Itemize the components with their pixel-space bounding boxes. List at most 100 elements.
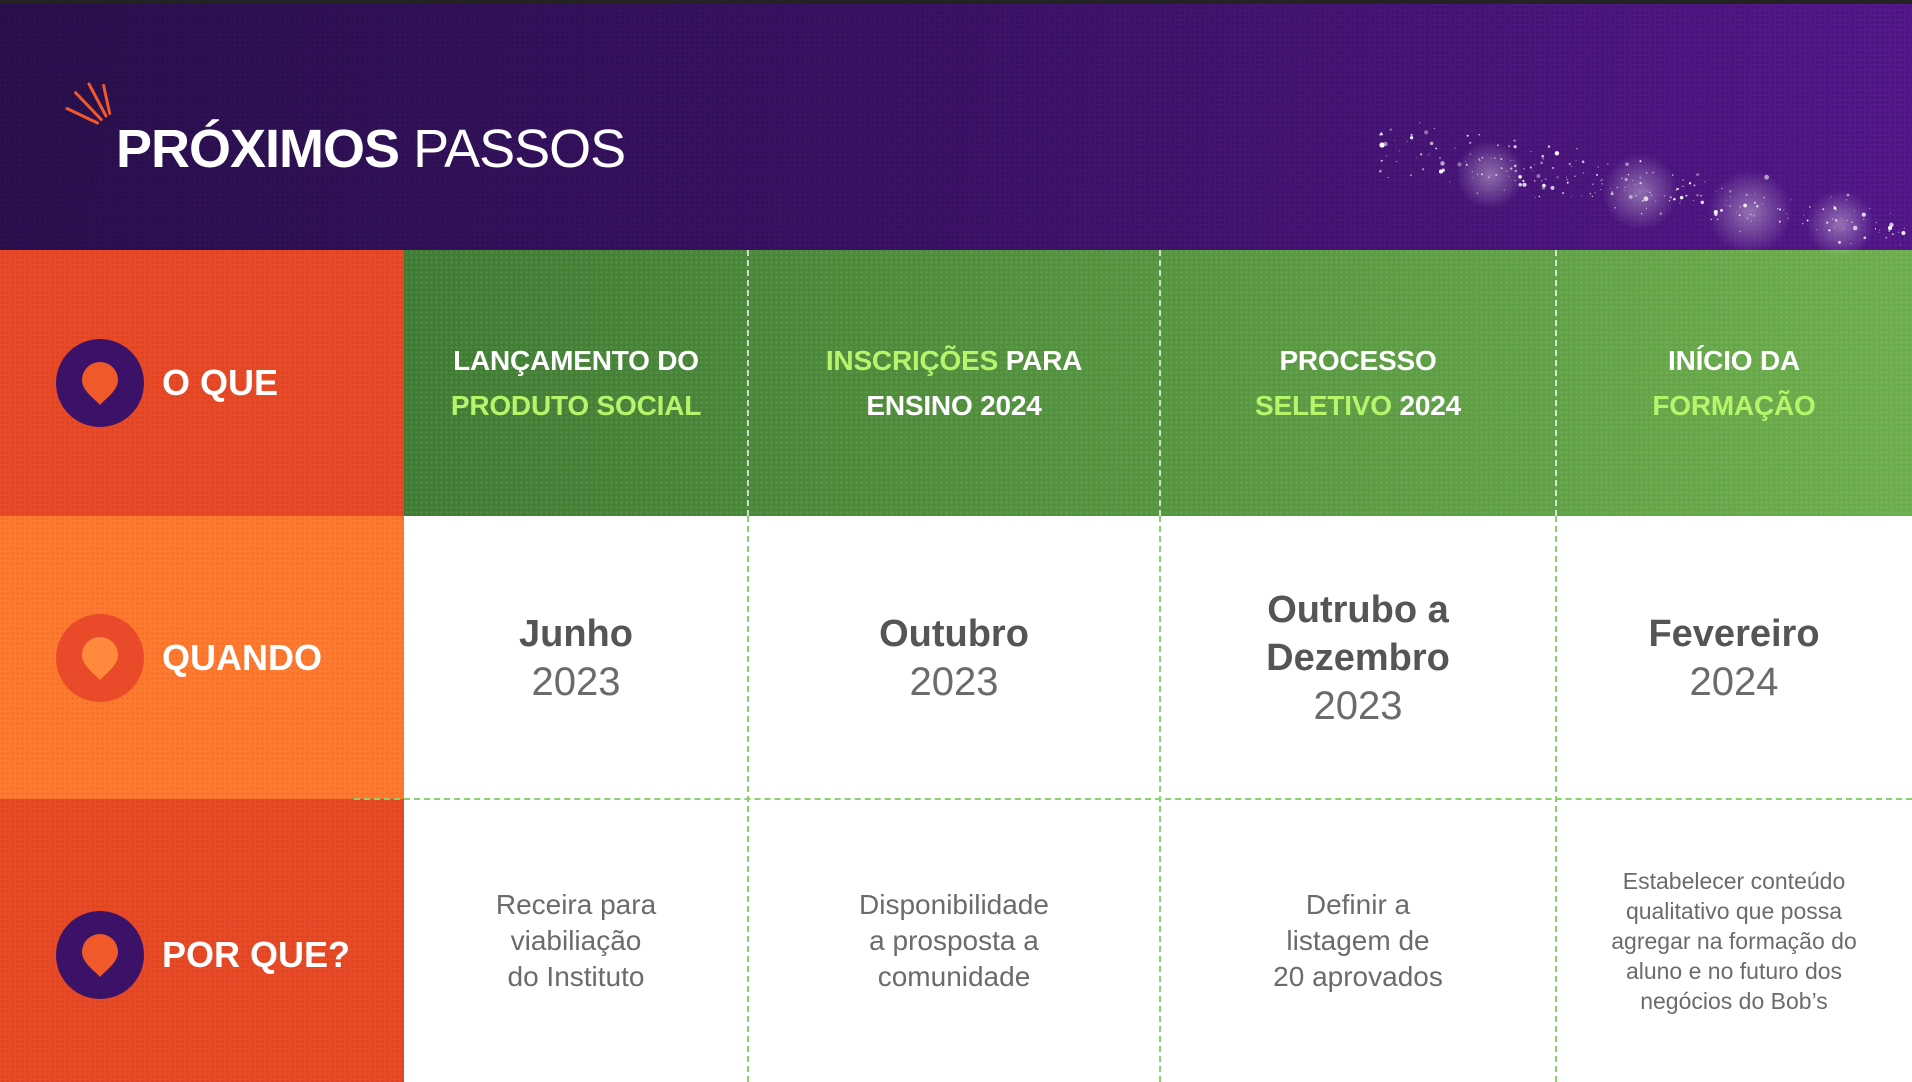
sparkle: [1418, 122, 1421, 124]
sparkle: [1513, 164, 1517, 168]
sparkle: [1700, 194, 1702, 197]
why-cell: Estabelecer conteúdo qualitativo que pos…: [1556, 799, 1912, 1082]
sparkle: [1887, 225, 1893, 231]
sparkle: [1522, 182, 1527, 187]
sparkle: [1659, 212, 1663, 215]
what-text: SELETIVO: [1255, 390, 1392, 421]
sparkle: [1513, 139, 1516, 142]
sparkle: [1645, 172, 1648, 174]
sparkle: [1761, 203, 1763, 205]
sparkle: [1639, 160, 1642, 163]
sparkle: [1623, 190, 1625, 192]
sparkle: [1547, 145, 1551, 148]
sparkle: [1508, 176, 1510, 178]
sparkle: [1778, 220, 1781, 223]
sparkle: [1875, 221, 1878, 224]
sparkle: [1611, 191, 1613, 193]
sparkle: [1542, 183, 1546, 188]
sparkle: [1534, 180, 1536, 182]
sparkle: [1495, 173, 1498, 177]
sparkle: [1874, 228, 1877, 230]
sparkle: [1568, 162, 1571, 166]
header-banner: PRÓXIMOS PASSOS: [0, 0, 1912, 250]
sparkle: [1714, 212, 1718, 216]
what-cell: LANÇAMENTO DO PRODUTO SOCIAL: [404, 250, 748, 516]
sparkle: [1700, 200, 1705, 205]
sparkle: [1764, 174, 1770, 180]
row-when: QUANDO: [0, 516, 404, 799]
why-line: Receira para: [495, 888, 657, 920]
what-text: PARA: [1005, 345, 1083, 376]
why-line: 20 aprovados: [1273, 960, 1443, 992]
sparkle: [1541, 154, 1544, 158]
sparkle: [1888, 229, 1891, 232]
sparkle: [1692, 199, 1695, 202]
sparkle: [1509, 167, 1513, 170]
sparkle: [1627, 185, 1629, 187]
sparkle: [1550, 185, 1555, 190]
when-month: Outrubo a: [1267, 588, 1449, 631]
sparkle: [1476, 192, 1479, 195]
why-line: aluno e no futuro dos: [1625, 957, 1843, 984]
sparkle: [1566, 181, 1569, 184]
sparkle: [1479, 159, 1481, 162]
when-year: 2024: [1689, 659, 1779, 704]
sparkle: [1389, 128, 1392, 131]
sparkle: [1753, 201, 1757, 204]
sparkle: [1500, 157, 1503, 161]
sparkle: [1500, 167, 1503, 169]
why-line: viabiliação: [510, 924, 642, 956]
sparkle: [1624, 186, 1627, 189]
sparkle: [1663, 195, 1665, 197]
sparkle: [1736, 211, 1738, 213]
sparkle: [1635, 194, 1637, 197]
sparkle: [1696, 173, 1700, 177]
sparkle: [1675, 189, 1677, 191]
sparkle: [1746, 217, 1749, 219]
what-cell: INSCRIÇÕES PARA ENSINO 2024: [748, 250, 1160, 516]
sparkle: [1610, 188, 1612, 189]
sparkle: [1673, 197, 1676, 201]
row-what: O QUE: [0, 250, 404, 516]
what-text: ENSINO 2024: [866, 390, 1042, 421]
page-title: PRÓXIMOS PASSOS: [116, 122, 626, 176]
sparkle: [1835, 209, 1837, 211]
sparkle: [1380, 133, 1383, 136]
sparkle: [1750, 214, 1752, 216]
sparkle: [1826, 221, 1829, 224]
sparkle: [1456, 141, 1524, 209]
why-cell: Receira para viabiliação do Instituto: [404, 799, 748, 1082]
sparkle: [1679, 202, 1681, 204]
sparkle: [1720, 208, 1723, 212]
sparkle: [1529, 166, 1533, 169]
sparkle: [1562, 192, 1564, 195]
sparkle: [1646, 190, 1648, 192]
sparkle: [1538, 195, 1541, 198]
sparkle: [1574, 175, 1576, 178]
sparkle: [1478, 133, 1481, 136]
sparkle: [1600, 189, 1602, 190]
sparkle: [1468, 141, 1472, 145]
sparkle: [1627, 174, 1630, 176]
sparkle: [1420, 153, 1423, 156]
what-line: FORMAÇÃO: [1652, 383, 1815, 428]
row-label-what: O QUE: [162, 362, 279, 403]
sparkle: [1494, 157, 1496, 159]
why-line: listagem de: [1286, 924, 1430, 956]
sparkle: [1625, 162, 1629, 167]
sparkle: [1532, 170, 1534, 172]
sparkle: [1387, 176, 1389, 179]
sparkle: [1900, 244, 1902, 246]
sparkle: [1514, 169, 1517, 173]
sparkle: [1518, 175, 1522, 179]
sparkle: [1676, 187, 1680, 190]
sparkle: [1616, 186, 1618, 189]
sparkle: [1441, 168, 1445, 172]
sparkle: [1465, 160, 1466, 162]
sparkle: [1708, 170, 1792, 254]
sparkle: [1835, 219, 1838, 222]
sparkle: [1545, 185, 1547, 187]
map-pin-icon: [56, 339, 144, 427]
when-cell: Outubro 2023: [748, 516, 1160, 799]
